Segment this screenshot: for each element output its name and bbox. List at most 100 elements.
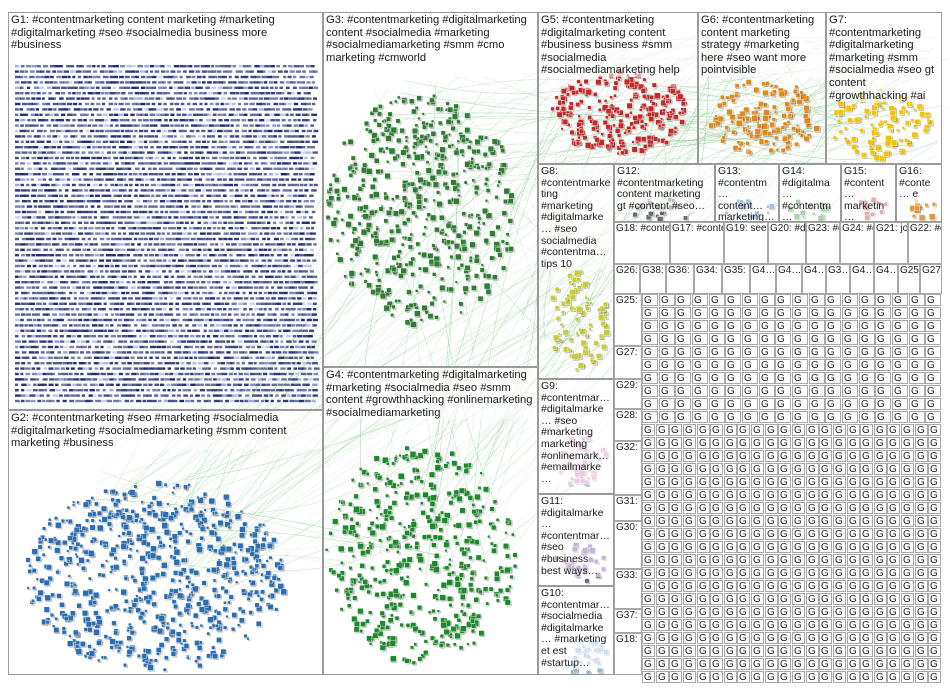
node xyxy=(277,399,281,403)
node xyxy=(137,259,141,262)
node xyxy=(276,92,281,95)
node xyxy=(281,308,285,311)
node xyxy=(199,623,203,628)
node xyxy=(259,597,264,602)
node xyxy=(99,367,104,370)
node xyxy=(178,129,184,133)
node xyxy=(293,183,300,187)
node xyxy=(168,544,172,548)
node xyxy=(230,389,235,392)
node xyxy=(178,156,183,160)
node xyxy=(45,183,50,187)
node xyxy=(41,552,46,557)
node xyxy=(95,194,101,197)
node xyxy=(208,497,215,505)
node xyxy=(301,389,307,392)
node xyxy=(32,586,36,590)
node xyxy=(192,362,197,365)
node xyxy=(265,270,270,273)
node xyxy=(223,601,227,605)
node xyxy=(270,65,275,68)
node xyxy=(38,210,42,214)
node xyxy=(275,394,279,397)
node xyxy=(169,221,175,224)
node xyxy=(176,227,182,230)
node xyxy=(63,616,69,621)
node xyxy=(120,129,125,133)
node xyxy=(208,318,213,322)
node xyxy=(57,205,64,208)
node xyxy=(196,75,202,79)
node xyxy=(33,81,38,84)
node xyxy=(220,367,227,370)
node xyxy=(94,151,100,154)
node xyxy=(195,86,201,89)
node xyxy=(158,399,162,403)
node xyxy=(191,248,197,251)
node xyxy=(21,340,27,343)
node xyxy=(70,610,76,617)
node xyxy=(33,151,37,154)
node xyxy=(255,297,261,300)
node xyxy=(73,81,80,84)
node xyxy=(231,243,237,246)
node xyxy=(252,394,258,397)
node xyxy=(178,324,183,327)
node xyxy=(234,570,240,576)
node xyxy=(305,140,310,143)
node xyxy=(31,372,37,376)
node xyxy=(194,162,200,165)
node xyxy=(284,135,290,138)
node xyxy=(216,356,221,359)
node xyxy=(229,329,234,332)
node xyxy=(108,70,114,73)
node xyxy=(59,308,65,311)
node xyxy=(254,563,260,569)
node xyxy=(127,194,132,197)
node xyxy=(100,216,106,219)
node xyxy=(264,216,269,219)
node xyxy=(103,146,107,149)
node xyxy=(168,286,175,289)
node xyxy=(115,270,121,273)
node xyxy=(272,329,277,332)
node xyxy=(291,394,297,397)
node xyxy=(30,378,36,381)
node xyxy=(239,345,243,349)
node xyxy=(84,156,90,160)
node xyxy=(33,324,39,327)
node xyxy=(144,660,149,664)
node xyxy=(155,329,161,332)
node xyxy=(235,200,241,203)
node xyxy=(76,286,82,289)
node xyxy=(68,243,75,246)
node xyxy=(82,610,89,617)
node xyxy=(284,205,290,208)
node xyxy=(64,345,68,349)
node xyxy=(227,324,232,327)
node xyxy=(198,297,203,300)
node xyxy=(133,367,139,370)
node xyxy=(253,362,257,365)
node xyxy=(193,389,197,392)
node xyxy=(120,97,127,100)
node xyxy=(271,75,277,79)
node xyxy=(20,65,25,68)
node xyxy=(189,162,195,165)
node xyxy=(128,232,135,235)
node xyxy=(258,351,263,354)
node xyxy=(42,135,46,138)
node xyxy=(120,65,126,68)
node xyxy=(302,362,307,365)
node xyxy=(245,237,252,241)
node xyxy=(199,525,206,532)
node xyxy=(214,275,220,278)
node xyxy=(277,254,282,257)
node xyxy=(128,264,134,268)
node xyxy=(224,399,230,403)
node xyxy=(92,200,98,203)
node xyxy=(153,658,158,663)
node xyxy=(307,302,312,305)
node xyxy=(282,351,288,354)
node xyxy=(135,248,140,251)
